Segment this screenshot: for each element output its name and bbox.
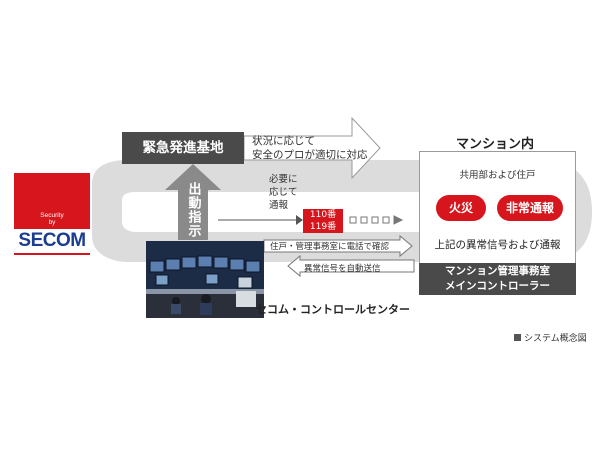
secom-logo: Security by SECOM	[14, 173, 90, 255]
emergency-alarm-badge: 非常通報	[497, 195, 563, 221]
management-office-box: マンション管理事務室 メインコントローラー	[419, 263, 576, 295]
needs-note-line: 通報	[269, 200, 289, 211]
main-controller-line: メインコントローラー	[445, 280, 550, 292]
phone-confirm-arrow	[263, 234, 413, 258]
emergency-110: 110番	[309, 210, 337, 220]
needs-note: 必要に 応じて 通報	[269, 173, 298, 212]
response-arrow	[243, 116, 381, 180]
logo-brand-text: SECOM	[14, 229, 90, 253]
control-center-label: セコム・コントロールセンター	[256, 303, 410, 316]
common-area-label: 共用部および住戸	[459, 170, 536, 181]
control-center-image	[146, 241, 264, 318]
dispatch-note-line: 状況に応じて	[252, 135, 315, 147]
legend-label: システム概念図	[524, 334, 587, 344]
dispatch-dots	[349, 215, 404, 225]
dispatch-order-label: 出動指示	[185, 182, 201, 238]
legend: システム概念図	[514, 331, 587, 344]
management-office-line: マンション管理事務室	[445, 265, 550, 277]
monitor-row	[149, 255, 261, 289]
report-note: 上記の異常信号および通報	[434, 239, 561, 251]
dispatch-base-box: 緊急発進基地	[122, 132, 244, 164]
auto-signal-label: 異常信号を自動送信	[304, 264, 381, 274]
mansion-title: マンション内	[456, 137, 535, 152]
dispatch-note-line: 安全のプロが適切に対応	[252, 149, 368, 161]
logo-by-text: by	[48, 219, 56, 226]
phone-confirm-label: 住戸・管理事務室に電話で確認	[270, 242, 390, 252]
dispatch-order-label-wrap: 出動指示	[170, 180, 216, 240]
logo-security-text: Security	[40, 212, 64, 219]
needs-note-line: 必要に	[269, 174, 298, 185]
emergency-119: 119番	[309, 222, 337, 232]
dispatch-note: 状況に応じて 安全のプロが適切に対応	[252, 134, 368, 162]
legend-square-icon	[514, 334, 521, 341]
notify-arrow	[218, 215, 303, 225]
auto-signal-arrow	[287, 254, 415, 278]
emergency-number-box: 110番 119番	[303, 209, 343, 233]
dispatch-order-arrow	[165, 164, 221, 240]
control-center-photo	[146, 241, 264, 318]
needs-note-line: 応じて	[269, 187, 298, 198]
fire-badge: 火災	[436, 195, 486, 221]
